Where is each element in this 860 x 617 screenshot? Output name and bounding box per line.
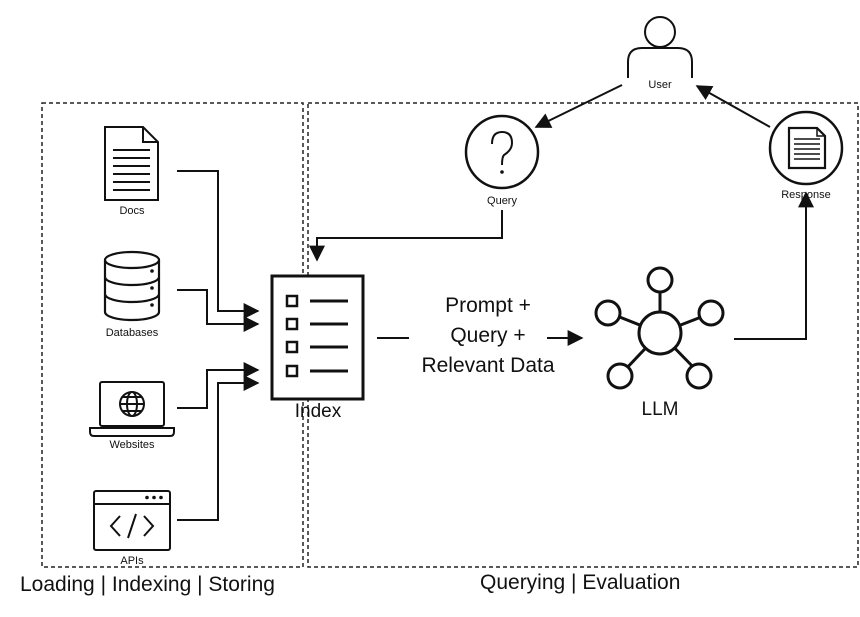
llm-label: LLM [641,399,679,420]
query-to-index-connector [309,210,503,262]
prompt-line-1: Prompt + [445,294,531,317]
laptop-globe-icon [89,381,175,437]
user-label: User [648,79,672,91]
index-icon [270,274,365,401]
prompt-block: Prompt + Query + Relevant Data [421,291,554,381]
user-icon [627,16,693,78]
source-connectors [177,170,260,521]
databases-label: Databases [105,327,159,339]
loading-section-frame [41,102,304,568]
query-label: Query [487,195,517,207]
index-label: Index [294,401,342,422]
response-to-user-arrow [695,85,771,128]
user-to-query-arrow [534,84,623,128]
question-circle-icon [464,114,540,190]
llm-network-icon [594,266,725,390]
querying-section-title: Querying | Evaluation [480,571,681,594]
llm-to-response-connector [734,191,814,340]
code-window-icon [93,490,171,551]
docs-label: Docs [119,205,145,217]
response-document-icon [768,110,844,186]
prompt-line-2: Query + [450,324,526,347]
response-label: Response [781,189,831,201]
websites-label: Websites [109,439,155,451]
database-icon [103,250,161,322]
apis-label: APIs [120,555,144,567]
document-icon [104,126,159,201]
querying-section-frame [307,102,859,568]
prompt-line-3: Relevant Data [421,354,555,377]
loading-section-title: Loading | Indexing | Storing [20,573,275,596]
